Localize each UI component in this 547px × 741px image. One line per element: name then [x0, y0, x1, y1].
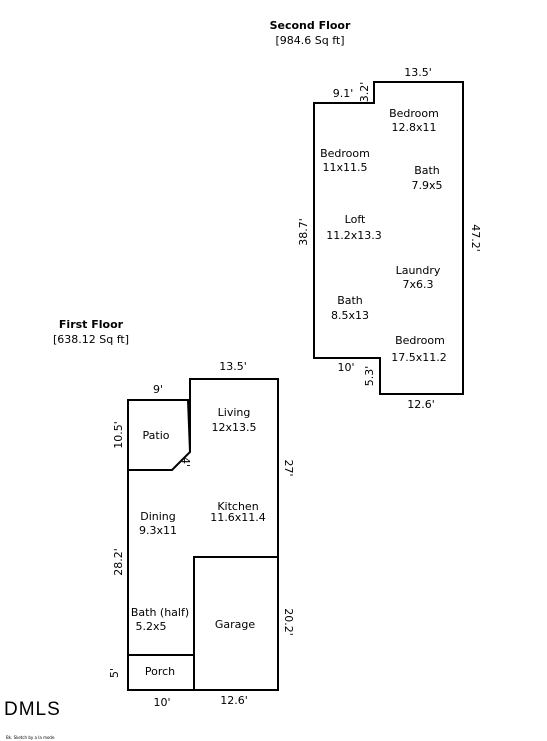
first-floor-dim-left: 28.2'	[112, 548, 125, 576]
room-size: 7.9x5	[411, 179, 442, 192]
first-floor-area: [638.12 Sq ft]	[53, 333, 129, 346]
room-name: Bath (half)	[131, 606, 189, 619]
second-floor-dim-step-bottom: 5.3'	[363, 366, 376, 387]
room-name: Bath	[337, 294, 363, 307]
first-floor-outline	[127, 378, 279, 691]
garage-outline	[193, 556, 278, 690]
room-size: 17.5x11.2	[391, 351, 447, 364]
room-name: Bedroom	[395, 334, 445, 347]
room-name: Bedroom	[320, 147, 370, 160]
second-floor-dim-bottom-right: 12.6'	[407, 398, 435, 411]
first-floor-dim-bottom-left: 10'	[153, 696, 170, 709]
room-size: 8.5x13	[331, 309, 369, 322]
room-name: Laundry	[396, 264, 441, 277]
room-size: 12x13.5	[212, 421, 257, 434]
room-name: Kitchen	[217, 500, 258, 513]
second-floor-title: Second Floor	[270, 19, 351, 32]
first-floor-dim-right-lower: 20.2'	[282, 608, 295, 636]
first-floor-title: First Floor	[59, 318, 124, 331]
room-size: 12.8x11	[392, 121, 437, 134]
first-floor-dim-patio-left: 10.5'	[112, 421, 125, 449]
first-floor-dim-patio-diag: 4'	[179, 457, 192, 467]
first-floor-dim-bottom-right: 12.6'	[220, 694, 248, 707]
patio-outline	[127, 399, 191, 470]
room-name: Garage	[215, 618, 256, 631]
first-floor-dim-top: 13.5'	[219, 360, 247, 373]
room-name: Dining	[140, 510, 176, 523]
second-floor-dim-right: 47.2'	[469, 224, 482, 252]
first-floor-dim-right-upper: 27'	[282, 459, 295, 476]
second-floor-dim-step-top: 3.2'	[358, 82, 371, 103]
second-floor-dim-top-right: 13.5'	[404, 66, 432, 79]
room-name: Bath	[414, 164, 440, 177]
room-size: 5.2x5	[135, 620, 166, 633]
first-floor-dim-patio-top: 9'	[153, 383, 163, 396]
second-floor-outline	[313, 81, 464, 395]
room-size: 11.6x11.4	[210, 511, 266, 524]
second-floor-dim-top-left: 9.1'	[333, 87, 354, 100]
room-name: Patio	[143, 429, 170, 442]
second-floor-dim-bottom-left: 10'	[337, 361, 354, 374]
room-size: 11x11.5	[323, 161, 368, 174]
dmls-logo: DMLS	[4, 699, 61, 720]
room-name: Bedroom	[389, 107, 439, 120]
first-floor-dim-porch-left: 5'	[108, 668, 121, 678]
room-name: Porch	[145, 665, 175, 678]
room-name: Loft	[345, 213, 366, 226]
footer-note: Bk. Sketch by a la mode	[6, 735, 55, 740]
room-size: 11.2x13.3	[326, 229, 382, 242]
second-floor-area: [984.6 Sq ft]	[275, 34, 344, 47]
room-size: 7x6.3	[402, 278, 433, 291]
room-name: Living	[218, 406, 251, 419]
room-size: 9.3x11	[139, 524, 177, 537]
second-floor-dim-left: 38.7'	[297, 218, 310, 246]
